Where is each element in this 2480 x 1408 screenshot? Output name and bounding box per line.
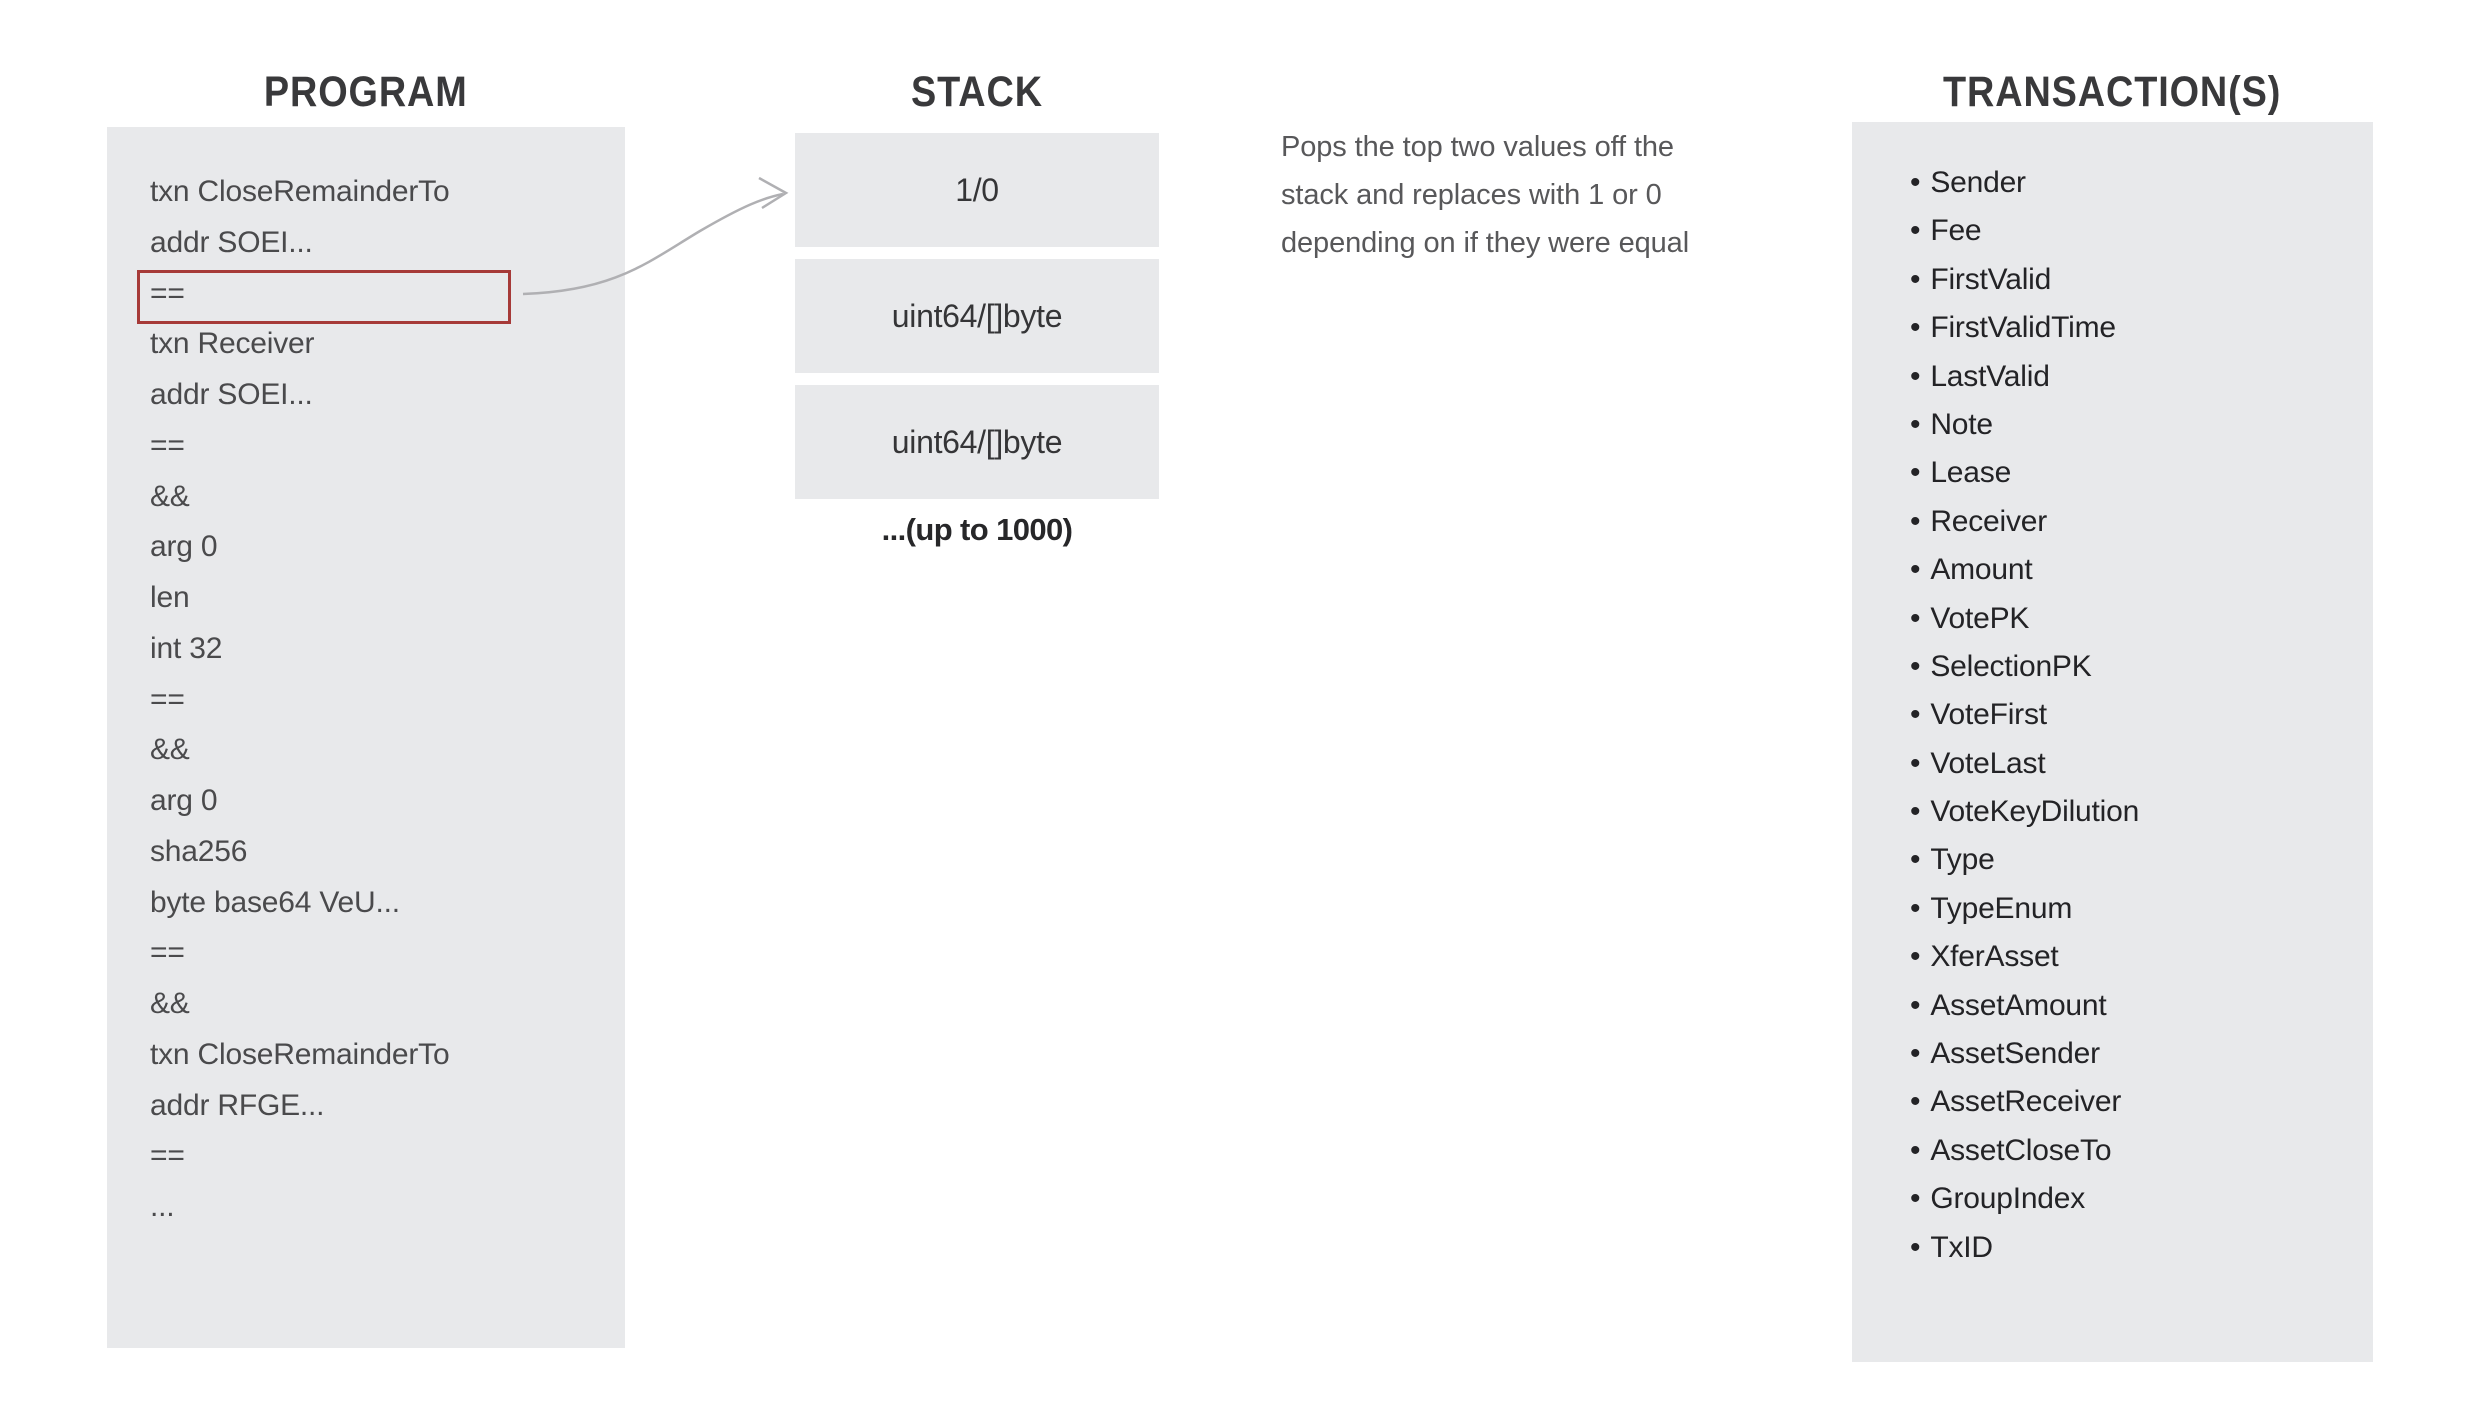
transaction-field: Fee — [1910, 207, 2350, 255]
transactions-title-text: TRANSACTION(S) — [1943, 68, 2282, 116]
transaction-field: TxID — [1910, 1224, 2350, 1272]
opcode-description: Pops the top two values off the stack and… — [1281, 123, 1861, 267]
transaction-field: TypeEnum — [1910, 885, 2350, 933]
transaction-field: Type — [1910, 836, 2350, 884]
description-line: depending on if they were equal — [1281, 227, 1690, 259]
program-line: ... — [150, 1190, 175, 1223]
program-title-text: PROGRAM — [264, 68, 468, 116]
program-line: addr SOEI... — [150, 225, 313, 259]
transaction-field: FirstValid — [1910, 256, 2350, 304]
transaction-field: AssetCloseTo — [1910, 1127, 2350, 1175]
program-line: txn CloseRemainderTo — [150, 1037, 450, 1071]
stack-slot: uint64/[]byte — [795, 385, 1159, 499]
program-column-title: PROGRAM — [107, 68, 625, 116]
stack-caption: ...(up to 1000) — [881, 512, 1073, 547]
transaction-field: FirstValidTime — [1910, 304, 2350, 352]
transaction-field: VoteFirst — [1910, 691, 2350, 739]
stack-title-text: STACK — [911, 68, 1043, 116]
program-line: arg 0 — [150, 530, 218, 564]
program-line-highlighted: == — [137, 269, 620, 324]
program-line: && — [150, 987, 190, 1020]
stack-column-title: STACK — [795, 68, 1159, 116]
transaction-fields-list: SenderFeeFirstValidFirstValidTimeLastVal… — [1910, 159, 2350, 1272]
transaction-field: LastValid — [1910, 353, 2350, 401]
transaction-field: AssetReceiver — [1910, 1078, 2350, 1126]
program-line: byte base64 VeU... — [150, 885, 400, 919]
description-line: Pops the top two values off the — [1281, 131, 1674, 163]
program-line: txn Receiver — [150, 327, 315, 361]
stack-slot: uint64/[]byte — [795, 259, 1159, 373]
program-line: len — [150, 581, 190, 614]
program-line: == — [150, 936, 185, 970]
arrow-head-icon — [758, 176, 789, 210]
transaction-field: VotePK — [1910, 595, 2350, 643]
transaction-field: Amount — [1910, 546, 2350, 594]
transaction-field: VoteKeyDilution — [1910, 788, 2350, 836]
transaction-field: Receiver — [1910, 498, 2350, 546]
transaction-field: VoteLast — [1910, 740, 2350, 788]
program-line: txn CloseRemainderTo — [150, 175, 450, 208]
program-panel — [107, 127, 625, 1348]
transactions-column-title: TRANSACTION(S) — [1852, 68, 2373, 116]
transaction-field: SelectionPK — [1910, 643, 2350, 691]
transaction-field: Lease — [1910, 449, 2350, 497]
program-line: addr RFGE... — [150, 1088, 325, 1122]
stack-boxes: 1/0 uint64/[]byte uint64/[]byte — [795, 133, 1159, 511]
transaction-field: AssetAmount — [1910, 982, 2350, 1030]
program-line: arg 0 — [150, 784, 218, 817]
transaction-field: GroupIndex — [1910, 1175, 2350, 1223]
program-line: addr SOEI... — [150, 378, 313, 411]
program-line: && — [150, 479, 190, 513]
transaction-field: XferAsset — [1910, 933, 2350, 981]
program-line: == — [150, 682, 185, 716]
program-line: == — [150, 428, 185, 462]
transaction-field: Note — [1910, 401, 2350, 449]
stack-slot: 1/0 — [795, 133, 1159, 247]
program-line: == — [150, 1139, 185, 1173]
program-line: int 32 — [150, 631, 223, 665]
transaction-field: Sender — [1910, 159, 2350, 207]
description-line: stack and replaces with 1 or 0 — [1281, 179, 1662, 211]
transaction-field: AssetSender — [1910, 1030, 2350, 1078]
program-line: sha256 — [150, 834, 248, 868]
program-line: && — [150, 733, 190, 767]
